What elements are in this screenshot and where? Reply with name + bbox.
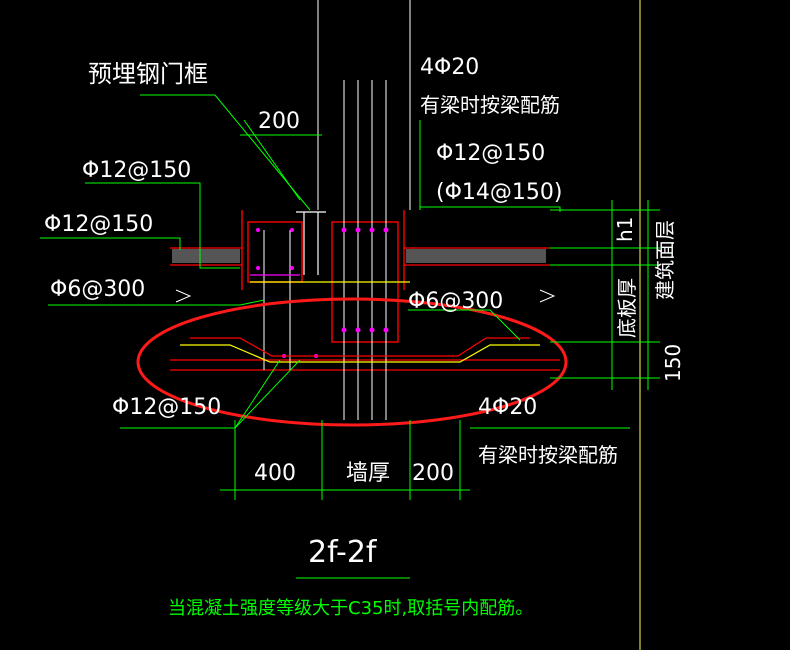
rebar-dots xyxy=(256,227,389,358)
dimension-lines xyxy=(220,134,660,579)
slab-outline xyxy=(170,247,560,371)
dim-wall: 墙厚 xyxy=(346,461,390,486)
left-stirrup-label: Φ6@300 xyxy=(50,277,145,302)
leader-lines xyxy=(40,94,630,429)
bottom-left-bar-label: Φ12@150 xyxy=(112,395,221,420)
finish-layer-hatch xyxy=(172,249,546,263)
highlight-ellipse xyxy=(136,297,568,427)
slab-rebars xyxy=(180,274,540,363)
right-bar-alt-label: (Φ14@150) xyxy=(436,180,562,205)
left-bar-label-2: Φ12@150 xyxy=(44,212,153,237)
vertical-rebars xyxy=(263,80,387,420)
steel-door-frame xyxy=(296,211,326,275)
dim-h1: h1 xyxy=(613,217,637,242)
top-bars-label: 4Φ20 xyxy=(420,55,479,80)
slab-thickness-label: 底板厚 xyxy=(615,278,639,338)
bottom-bars-note: 有梁时按梁配筋 xyxy=(478,443,618,467)
bottom-bars-label: 4Φ20 xyxy=(478,395,537,420)
break-line-icon xyxy=(175,289,556,303)
wall-outline xyxy=(241,210,405,343)
section-title: 2f-2f xyxy=(308,535,378,570)
embedded-frame-label: 预埋钢门框 xyxy=(88,60,208,88)
right-stirrup-label: Φ6@300 xyxy=(408,289,503,314)
finish-layer-label: 建筑面层 xyxy=(653,220,677,300)
axis-lines xyxy=(317,0,411,210)
dim-200-top: 200 xyxy=(258,109,300,134)
right-bar-label: Φ12@150 xyxy=(436,141,545,166)
dim-150: 150 xyxy=(661,344,685,382)
footnote: 当混凝土强度等级大于C35时,取括号内配筋。 xyxy=(168,598,533,619)
dim-200-bottom: 200 xyxy=(412,461,454,486)
left-bar-label-1: Φ12@150 xyxy=(82,158,191,183)
top-bars-note: 有梁时按梁配筋 xyxy=(420,93,560,117)
dim-400: 400 xyxy=(254,461,296,486)
